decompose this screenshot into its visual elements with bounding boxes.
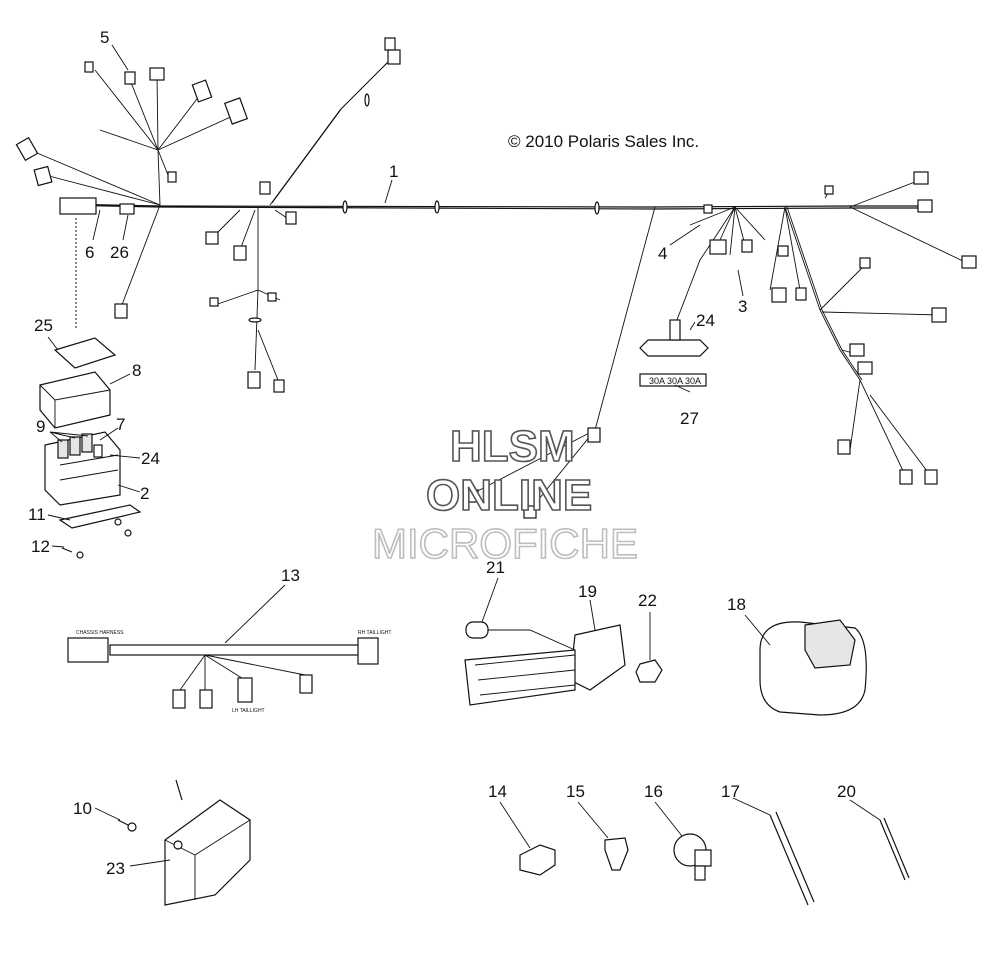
callout-21: 21 bbox=[486, 558, 505, 577]
callout-20: 20 bbox=[837, 782, 856, 801]
callout-25: 25 bbox=[34, 316, 53, 335]
module-parts bbox=[464, 619, 867, 716]
callout-numbers: 1 2 3 4 5 6 7 8 9 10 11 12 13 14 15 16 1… bbox=[28, 28, 856, 878]
callout-23: 23 bbox=[106, 859, 125, 878]
lh-taillight-tag: LH TAILLIGHT bbox=[232, 708, 265, 714]
watermark-line-3: MICROFICHE bbox=[372, 520, 638, 567]
callout-19: 19 bbox=[578, 582, 597, 601]
callout-8: 8 bbox=[132, 361, 141, 380]
callout-9: 9 bbox=[36, 417, 45, 436]
callout-5: 5 bbox=[100, 28, 109, 47]
fuse-holder-parts bbox=[639, 319, 709, 387]
callout-24-left: 24 bbox=[141, 449, 160, 468]
callout-10: 10 bbox=[73, 799, 92, 818]
callout-27: 27 bbox=[680, 409, 699, 428]
watermark: HLSM ONLINE MICROFICHE bbox=[371, 421, 639, 568]
watermark-line-2: ONLINE bbox=[426, 471, 592, 520]
callout-15: 15 bbox=[566, 782, 585, 801]
harness-connectors bbox=[15, 37, 977, 519]
callout-24-right: 24 bbox=[696, 311, 715, 330]
watermark-line-1: HLSM bbox=[450, 422, 575, 471]
callout-3: 3 bbox=[738, 297, 747, 316]
callout-18: 18 bbox=[727, 595, 746, 614]
callout-26: 26 bbox=[110, 243, 129, 262]
fuse-box-parts bbox=[39, 218, 142, 559]
main-harness bbox=[29, 57, 966, 511]
callout-14: 14 bbox=[488, 782, 507, 801]
callout-17: 17 bbox=[721, 782, 740, 801]
fastener-parts bbox=[519, 811, 910, 906]
callout-22: 22 bbox=[638, 591, 657, 610]
fuse-label: 30A 30A 30A bbox=[649, 376, 701, 386]
callout-12: 12 bbox=[31, 537, 50, 556]
copyright-text: © 2010 Polaris Sales Inc. bbox=[508, 132, 699, 151]
callout-7: 7 bbox=[116, 415, 125, 434]
callout-11: 11 bbox=[28, 505, 46, 524]
callout-2: 2 bbox=[140, 484, 149, 503]
leader-lines bbox=[47, 44, 881, 867]
taillight-harness bbox=[67, 584, 379, 709]
callout-1: 1 bbox=[389, 162, 398, 181]
callout-4: 4 bbox=[658, 244, 667, 263]
ecu-parts bbox=[117, 779, 251, 906]
callout-13: 13 bbox=[281, 566, 300, 585]
chassis-harness-tag: CHASSIS HARNESS bbox=[76, 630, 124, 636]
rh-taillight-tag: RH TAILLIGHT bbox=[358, 630, 391, 636]
callout-16: 16 bbox=[644, 782, 663, 801]
callout-6: 6 bbox=[85, 243, 94, 262]
